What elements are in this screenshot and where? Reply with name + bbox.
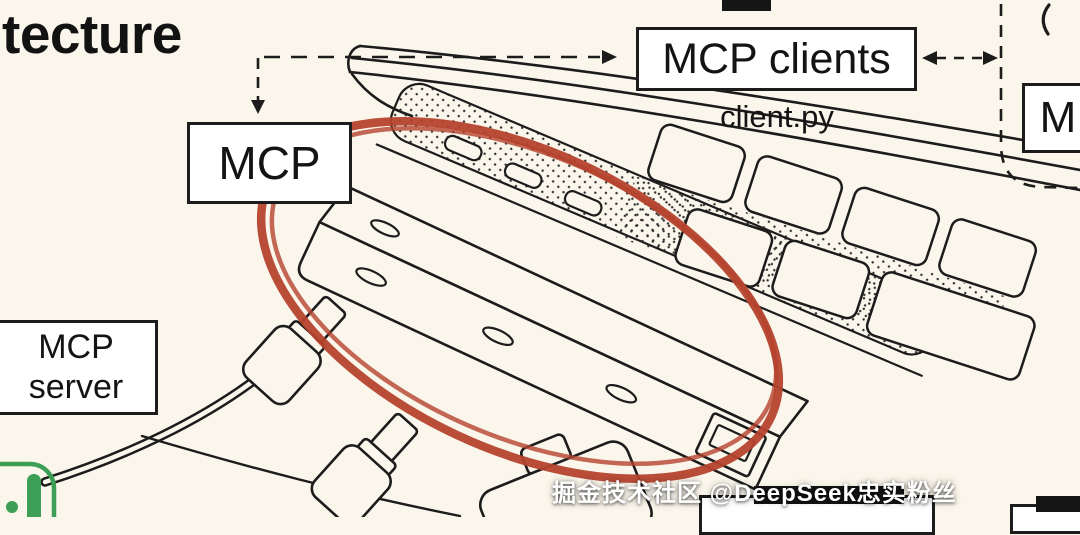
arrowhead-down-icon xyxy=(251,100,265,114)
laptop-sketch xyxy=(347,44,1080,381)
mcp-clients-label: MCP clients xyxy=(662,34,891,83)
dashed-group-border xyxy=(999,4,1080,190)
cable-2 xyxy=(140,434,462,517)
right-edge-node-partial: M xyxy=(1022,83,1080,153)
bottom-node-partial-1-header xyxy=(754,486,904,504)
usb-cable-sketch xyxy=(40,295,347,487)
mcp-label: MCP xyxy=(218,137,321,189)
partial-glyph xyxy=(1041,3,1051,36)
arrowhead-right2-icon xyxy=(983,51,998,65)
arrowhead-left-icon xyxy=(922,51,937,65)
dashed-connectors xyxy=(251,4,1080,190)
right-edge-node-label: M xyxy=(1039,93,1077,142)
deck-edge xyxy=(375,143,923,377)
side-ports xyxy=(443,134,603,217)
cropped-black-bar xyxy=(722,0,771,11)
usb-plug-2 xyxy=(310,412,419,517)
hub-front-face xyxy=(297,220,782,491)
bottom-node-partial-2-header xyxy=(1036,496,1080,512)
client-py-caption: client.py xyxy=(720,99,834,134)
hub-front-slots xyxy=(355,267,638,404)
usb-plug xyxy=(241,295,347,406)
mcp-server-label-line1: MCP xyxy=(38,328,114,367)
mcp-server-label-line2: server xyxy=(28,367,124,406)
arrowhead-right-icon xyxy=(602,50,617,64)
green-logo-partial xyxy=(0,461,57,517)
mcp-node: MCP xyxy=(187,122,352,204)
hub-top-slot xyxy=(370,219,400,238)
mcp-clients-node: MCP clients xyxy=(636,27,917,91)
keyboard-keys xyxy=(647,123,1038,381)
cable-inner xyxy=(42,379,255,485)
diagram-illustration xyxy=(0,3,1080,517)
mcp-server-node: MCP server xyxy=(0,320,158,415)
page-title-partial: tecture xyxy=(2,3,182,65)
watermark-text: 掘金技术社区 @DeepSeek忠实粉丝 xyxy=(552,480,957,507)
